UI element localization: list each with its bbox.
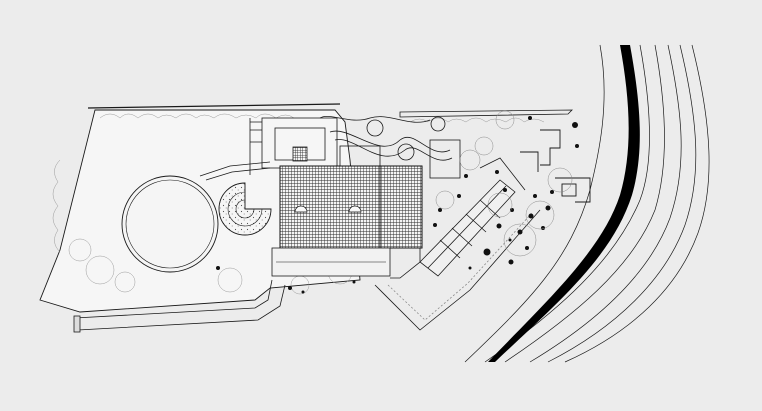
circular-lawn bbox=[121, 175, 219, 273]
trees bbox=[216, 116, 579, 294]
contour-lines bbox=[464, 44, 710, 363]
spiral-garden bbox=[218, 182, 272, 236]
main-roof-right bbox=[379, 165, 423, 249]
diagonal-wing bbox=[374, 157, 541, 331]
access-road bbox=[73, 161, 286, 333]
tree-canopies bbox=[435, 110, 573, 257]
main-roof-left bbox=[279, 165, 381, 249]
south-terrace bbox=[271, 247, 421, 279]
